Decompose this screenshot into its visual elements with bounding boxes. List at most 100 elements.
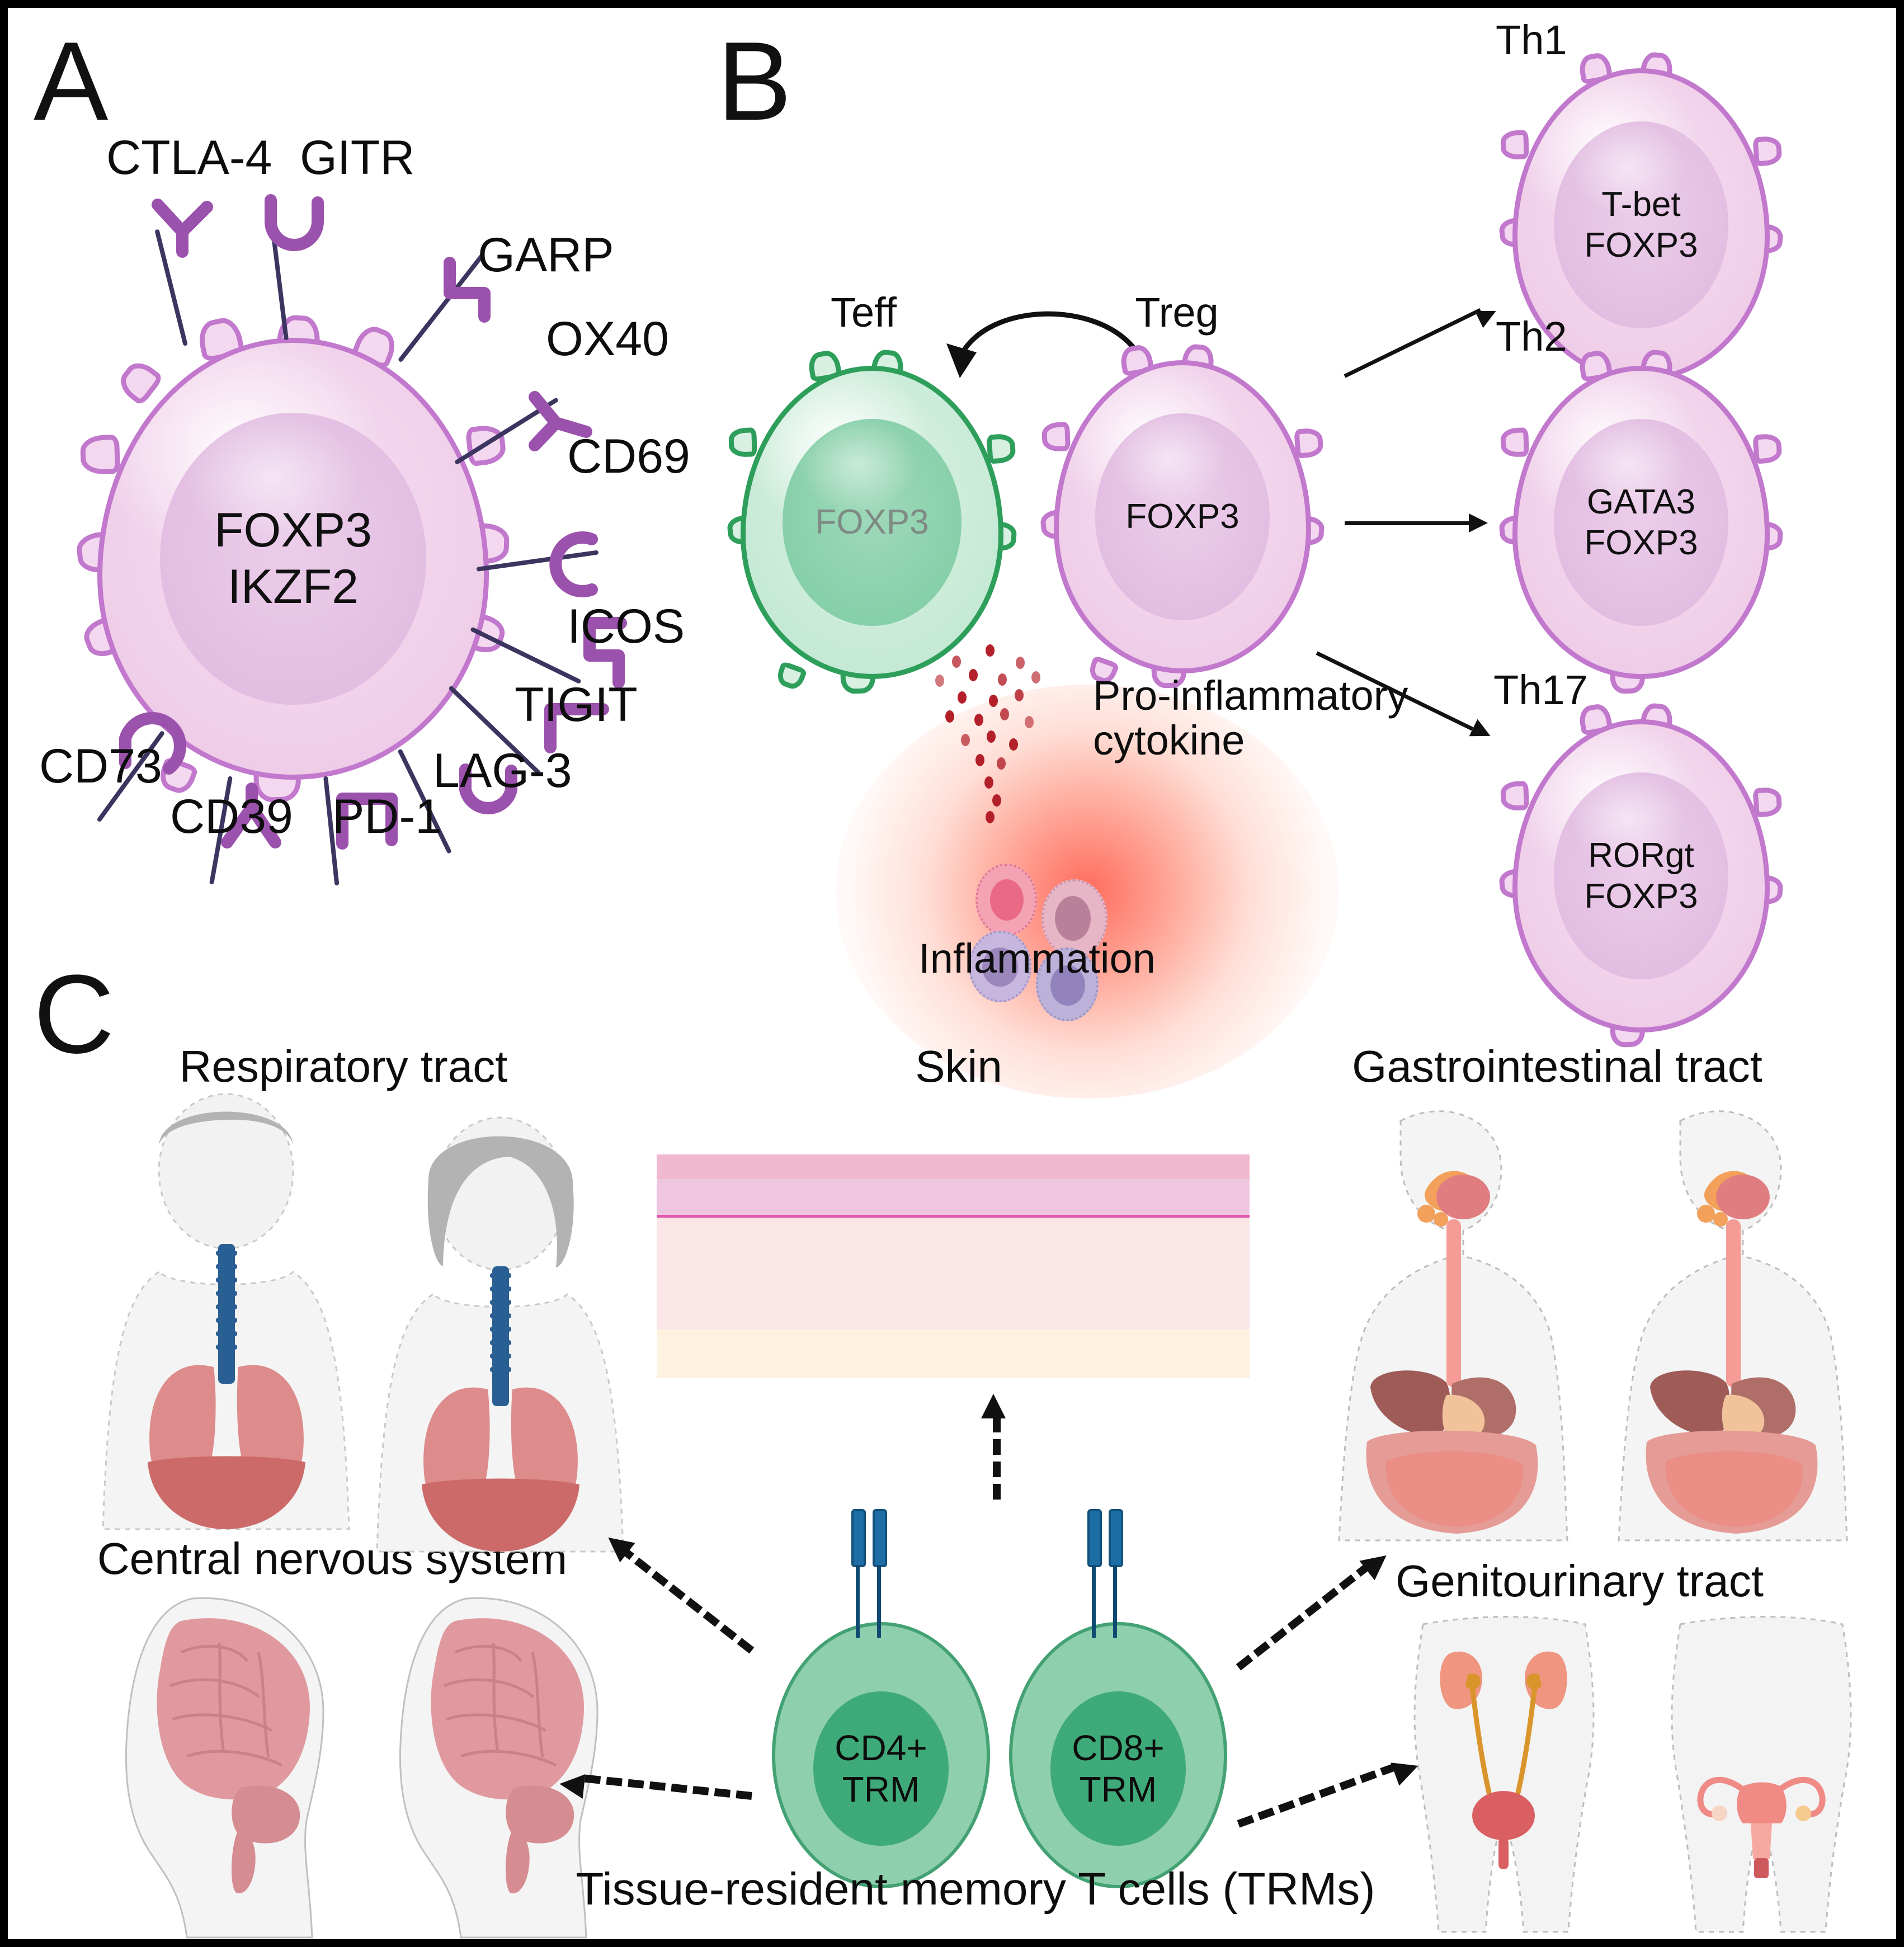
cns-illustration bbox=[97, 1591, 645, 1939]
cell-nucleus: GATA3 FOXP3 bbox=[1553, 419, 1729, 626]
cell-nucleus: FOXP3 bbox=[783, 419, 962, 626]
leukocyte-cluster bbox=[969, 864, 1143, 1021]
th1-cell: T-bet FOXP3 bbox=[1498, 51, 1784, 397]
cytokine-label: Pro-inflammatory cytokine bbox=[1093, 672, 1408, 763]
cell-nucleus: RORgt FOXP3 bbox=[1553, 772, 1729, 979]
membrane-spike bbox=[1500, 427, 1529, 458]
cell-nucleus: T-bet FOXP3 bbox=[1553, 121, 1729, 328]
arrowhead-skin bbox=[981, 1394, 1006, 1418]
cell-nucleus: FOXP3 bbox=[1095, 413, 1270, 620]
trm-caption: Tissue-resident memory T cells (TRMs) bbox=[576, 1864, 1375, 1915]
receptor-head-cd39-y-icon bbox=[216, 781, 289, 851]
receptor-head-garp-z-icon bbox=[431, 254, 515, 327]
receptor-head-ox40-y-icon bbox=[522, 388, 595, 453]
nucleus-label: FOXP3 IKZF2 bbox=[214, 503, 372, 614]
treg-cell-panel-b: FOXP3 bbox=[1039, 343, 1325, 689]
tissue-label-genitourinary: Genitourinary tract bbox=[1395, 1556, 1764, 1606]
skin-epidermis bbox=[657, 1154, 1250, 1179]
nucleus-label: RORgt FOXP3 bbox=[1584, 836, 1698, 916]
th2-label: Th2 bbox=[1496, 313, 1567, 360]
nucleus-label: T-bet FOXP3 bbox=[1584, 185, 1698, 265]
arrowhead-gi bbox=[1359, 1545, 1394, 1581]
arrow-to-th2 bbox=[1345, 521, 1473, 525]
leukocyte bbox=[1041, 879, 1107, 958]
arrowhead-th17 bbox=[1469, 719, 1495, 745]
tissue-label-gi: Gastrointestinal tract bbox=[1352, 1041, 1762, 1091]
marker-label-ox40: OX40 bbox=[546, 312, 669, 366]
marker-label-tigit: TIGIT bbox=[515, 678, 638, 732]
receptor-head-gitr-u-icon bbox=[261, 192, 328, 258]
receptor-head-icos-z-icon bbox=[558, 613, 639, 692]
marker-label-cd69: CD69 bbox=[567, 430, 690, 483]
membrane-spike bbox=[1500, 130, 1529, 160]
marker-label-garp: GARP bbox=[478, 228, 614, 282]
receptor-head-lag3-u-icon bbox=[455, 758, 521, 829]
receptor-head-ctla4-y-icon bbox=[149, 196, 216, 258]
panel-b-letter: B bbox=[717, 19, 791, 144]
receptor-head-cd73-c-icon bbox=[113, 707, 186, 780]
treg-cell-panel-a: FOXP3 IKZF2 bbox=[75, 314, 510, 803]
teff-label: Teff bbox=[831, 289, 897, 336]
cd8-trm-cell: CD8+ TRM bbox=[1009, 1622, 1227, 1888]
marker-label-cd39: CD39 bbox=[170, 790, 293, 843]
marker-label-lag3: LAG-3 bbox=[433, 744, 572, 798]
membrane-spike bbox=[1500, 781, 1529, 811]
membrane-spike bbox=[79, 434, 121, 475]
dashed-arrow-to-gi bbox=[1236, 1561, 1373, 1671]
marker-label-icos: ICOS bbox=[567, 600, 685, 653]
membrane-spike bbox=[1294, 427, 1324, 459]
treg-label: Treg bbox=[1135, 289, 1219, 336]
membrane-spike bbox=[728, 427, 757, 458]
skin-hypodermis bbox=[657, 1330, 1250, 1378]
marker-label-ctla4: CTLA-4 bbox=[106, 131, 272, 185]
membrane-spike bbox=[1041, 422, 1071, 452]
teff-cell: FOXP3 bbox=[726, 348, 1017, 695]
nucleus-label: FOXP3 bbox=[1125, 497, 1240, 536]
tissue-label-skin: Skin bbox=[915, 1041, 1002, 1091]
gi-illustration bbox=[1317, 1104, 1876, 1541]
skin-cross-section bbox=[657, 1154, 1250, 1378]
nucleus-label: FOXP3 bbox=[815, 503, 929, 542]
dashed-arrow-to-skin bbox=[993, 1417, 1001, 1500]
receptor-head-pd1-n-icon bbox=[329, 779, 407, 852]
marker-label-pd1: PD-1 bbox=[332, 790, 442, 843]
tcr-receptor-cd4-icon bbox=[841, 1509, 908, 1638]
leukocyte bbox=[969, 931, 1031, 1002]
leukocyte bbox=[975, 864, 1037, 936]
arrow-to-th1 bbox=[1344, 308, 1482, 378]
membrane-spike bbox=[114, 356, 164, 407]
receptor-head-tigit-t-icon bbox=[537, 694, 615, 760]
th17-label: Th17 bbox=[1493, 667, 1588, 713]
arrowhead-th2 bbox=[1469, 513, 1488, 532]
genitourinary-illustration bbox=[1384, 1616, 1887, 1933]
membrane-spike bbox=[774, 661, 808, 692]
skin-basement-membrane bbox=[657, 1215, 1250, 1218]
respiratory-illustration bbox=[92, 1093, 640, 1553]
skin-stratum bbox=[657, 1179, 1250, 1216]
membrane-spike bbox=[1752, 433, 1783, 464]
membrane-spike bbox=[986, 433, 1016, 464]
trm-nucleus: CD4+ TRM bbox=[813, 1691, 949, 1846]
cytokine-cloud bbox=[931, 640, 1121, 892]
th2-cell: GATA3 FOXP3 bbox=[1498, 348, 1784, 695]
th17-cell: RORgt FOXP3 bbox=[1498, 702, 1784, 1048]
membrane-spike bbox=[1752, 786, 1783, 818]
th1-label: Th1 bbox=[1496, 17, 1567, 63]
marker-label-gitr: GITR bbox=[300, 131, 415, 185]
inflammation-label: Inflammation bbox=[918, 935, 1156, 982]
cd4-trm-cell: CD4+ TRM bbox=[772, 1622, 990, 1888]
marker-label-cd73: CD73 bbox=[39, 739, 162, 793]
trm-label: CD4+ TRM bbox=[835, 1727, 927, 1809]
trm-nucleus: CD8+ TRM bbox=[1050, 1691, 1186, 1846]
membrane-spike bbox=[1752, 135, 1783, 167]
leukocyte bbox=[1036, 947, 1099, 1021]
panel-c-letter: C bbox=[34, 952, 114, 1077]
receptor-head-cd69-c-icon bbox=[545, 528, 606, 601]
trm-label: CD8+ TRM bbox=[1072, 1727, 1165, 1809]
nucleus-label: GATA3 FOXP3 bbox=[1584, 482, 1698, 562]
skin-dermis bbox=[657, 1218, 1250, 1330]
panel-a-letter: A bbox=[34, 19, 108, 144]
arrowhead-cns bbox=[558, 1771, 586, 1799]
cell-nucleus: FOXP3 IKZF2 bbox=[160, 413, 426, 705]
